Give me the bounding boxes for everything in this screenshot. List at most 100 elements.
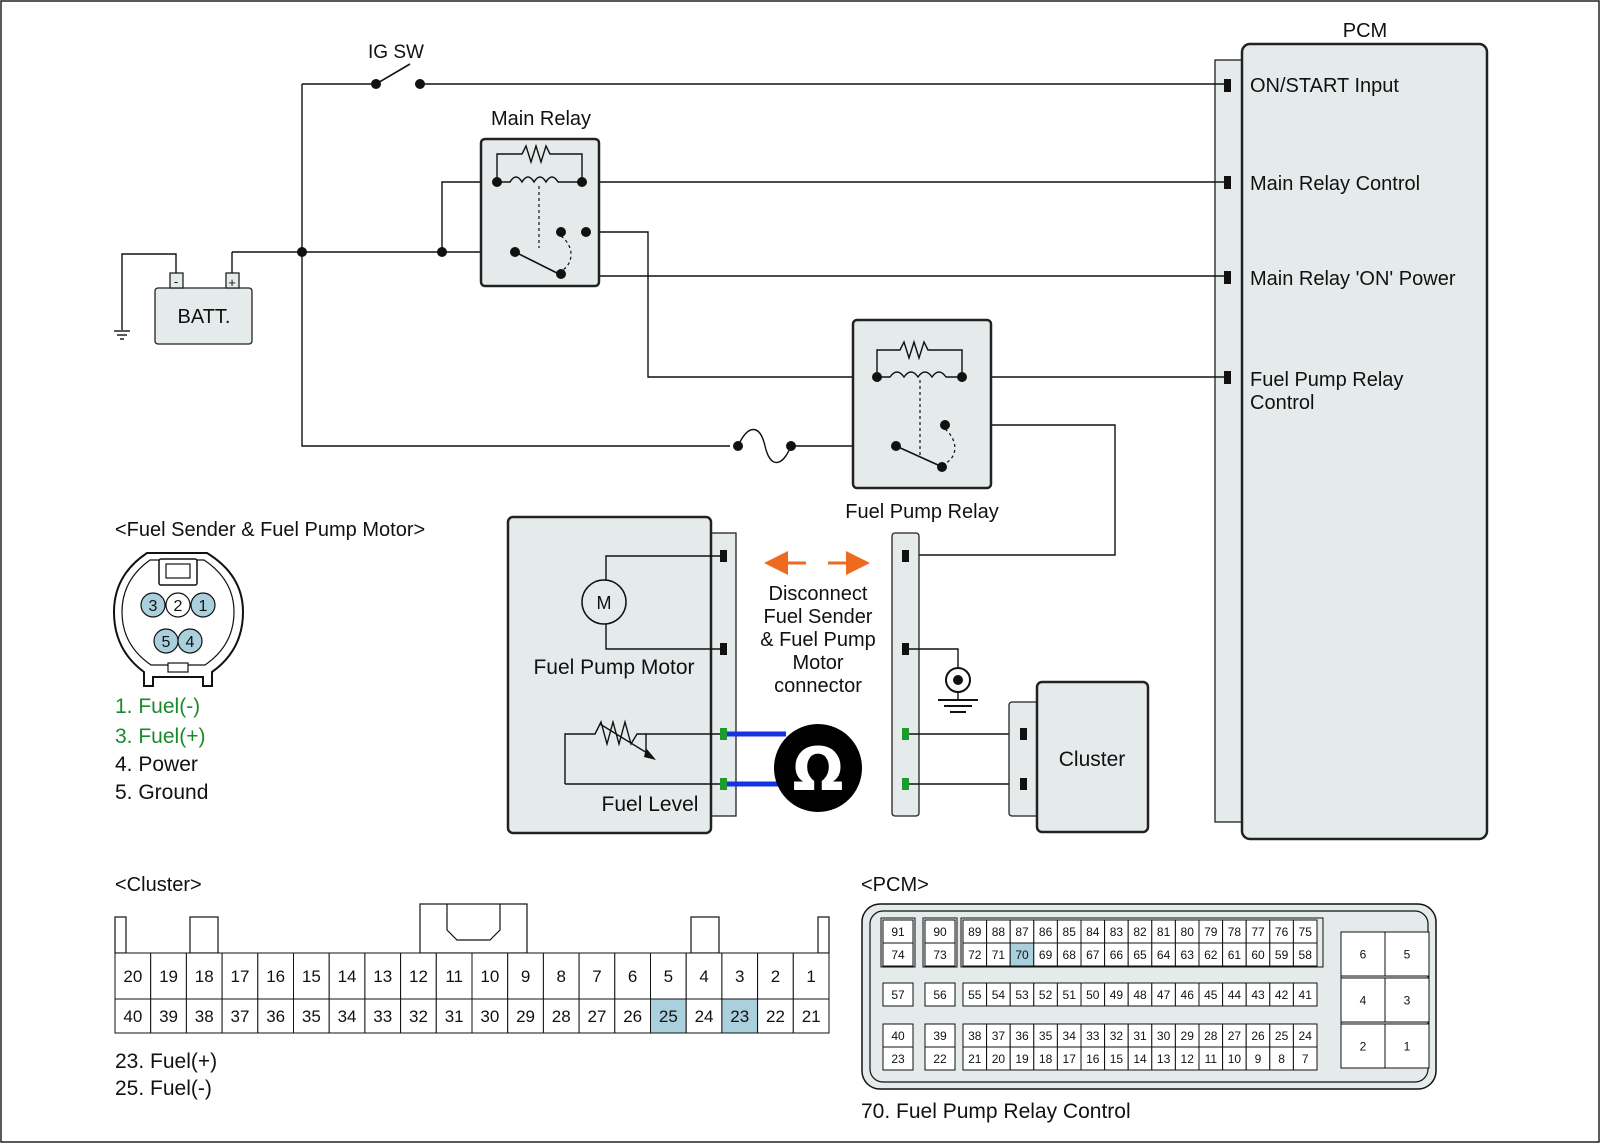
pin-legend-item: 23. Fuel(+) <box>115 1050 217 1073</box>
relay-terminal-dot <box>556 269 566 279</box>
motor-wire-bottom <box>605 620 720 650</box>
cluster-pin-label: 19 <box>159 967 178 986</box>
connector-pin-label: 1 <box>199 598 208 615</box>
fuel-pump-relay-box <box>851 318 993 490</box>
pcm-pin-label: 85 <box>1063 925 1077 939</box>
pcm-pin-label: 37 <box>992 1029 1006 1043</box>
cluster-pin-cell <box>721 998 759 1034</box>
cluster-pin-cell <box>150 952 187 1000</box>
cluster-pin-label: 33 <box>373 1007 392 1026</box>
cluster-pin-label: 27 <box>587 1007 606 1026</box>
cluster-pin-cell <box>221 952 259 1000</box>
connector-key <box>167 662 189 673</box>
cluster-box <box>1035 680 1150 834</box>
pcm-pin-label: 41 <box>1299 988 1313 1002</box>
cluster-pin-label: 5 <box>664 967 673 986</box>
fuel-sender-connector: <Fuel Sender & Fuel Pump Motor> 3 2 1 5 … <box>112 519 425 804</box>
pcm-pin-label: 9 <box>1255 1052 1262 1066</box>
pcm-input-label: Main Relay 'ON' Power <box>1250 268 1456 290</box>
pcm-pin-cell <box>882 1046 914 1071</box>
pcm-pin-label: 49 <box>1110 988 1124 1002</box>
pcm-pin-label: 62 <box>1204 948 1218 962</box>
pcm-pin-label: 84 <box>1086 925 1100 939</box>
pcm-pin-label: 24 <box>1299 1029 1313 1043</box>
connector-tab <box>114 916 127 954</box>
pcm-pin-label: 53 <box>1015 988 1029 1002</box>
pin-legend-item: 3. Fuel(+) <box>115 725 205 748</box>
pcm-pin-label: 81 <box>1157 925 1171 939</box>
pcm-pin-label: 65 <box>1133 948 1147 962</box>
pcm-pin-block <box>922 917 958 968</box>
battery-ground-wire <box>121 253 177 330</box>
chassis-ground-icon <box>938 667 978 713</box>
pcm-pin-cell <box>924 982 956 1007</box>
pcm-pin-cell <box>924 1046 956 1071</box>
pcm-pin-block <box>960 917 1324 968</box>
cluster-pin-label: 36 <box>266 1007 285 1026</box>
connector-pin <box>177 628 203 654</box>
cluster-unit: Cluster <box>1008 680 1150 834</box>
cluster-pin-cell <box>114 952 152 1000</box>
fuel-pump-relay: Fuel Pump Relay <box>845 318 999 523</box>
cluster-pin-label: 29 <box>516 1007 535 1026</box>
ig-switch-label: IG SW <box>368 42 424 63</box>
pcm-pin <box>1224 371 1231 384</box>
motor-symbol: M <box>597 593 612 613</box>
pcm-side-pin-cell <box>1340 977 1386 1023</box>
pcm-pin-label: 34 <box>1063 1029 1077 1043</box>
cluster-pin <box>1020 778 1027 790</box>
cluster-pin-cell <box>435 998 473 1034</box>
pcm-pin-label: 68 <box>1063 948 1077 962</box>
pcm-pin-label: 32 <box>1110 1029 1124 1043</box>
pcm-pin-label: 8 <box>1278 1052 1285 1066</box>
pcm-pin-label: 75 <box>1299 925 1313 939</box>
pcm-pin-label: 26 <box>1251 1029 1265 1043</box>
pcm-pin-label: 90 <box>933 925 947 939</box>
fuel-sender-connector-title: <Fuel Sender & Fuel Pump Motor> <box>115 519 425 541</box>
main-relay-resistor <box>496 143 583 182</box>
connector-pin-label: 5 <box>162 634 171 651</box>
cluster-pin-label: 25 <box>659 1007 678 1026</box>
pcm-pin-label: 52 <box>1039 988 1053 1002</box>
connector-housing <box>112 552 245 687</box>
pcm-pin-label: 50 <box>1086 988 1100 1002</box>
pcm-pin-label: 31 <box>1133 1029 1147 1043</box>
fuel-pump-motor-label: Fuel Pump Motor <box>533 656 694 679</box>
cluster-pin-label: 22 <box>766 1007 785 1026</box>
cluster-pin-label: 20 <box>123 967 142 986</box>
pcm-pin-cell <box>924 942 956 967</box>
cluster-pin-label: 26 <box>623 1007 642 1026</box>
pcm-pin-label: 33 <box>1086 1029 1100 1043</box>
cluster-pin-label: 1 <box>806 967 815 986</box>
module-pin-green <box>720 778 727 790</box>
pcm-pin-label: 78 <box>1228 925 1242 939</box>
pcm-pin <box>1224 79 1231 92</box>
pcm-pin-label: 73 <box>933 948 947 962</box>
cluster-pin-cell <box>293 952 330 1000</box>
harness-connector-strip <box>891 532 920 817</box>
fuel-pump-relay-coil <box>877 371 962 379</box>
cluster-pin-cell <box>114 998 152 1034</box>
pcm-input-label: ON/START Input <box>1250 75 1399 97</box>
pcm-pin-label: 28 <box>1204 1029 1218 1043</box>
cluster-pin-label: 9 <box>521 967 530 986</box>
pcm-pin-label: 54 <box>992 988 1006 1002</box>
pcm-pin-label: 14 <box>1133 1052 1147 1066</box>
main-relay-coil-feed <box>441 181 497 252</box>
pcm-input-label: Main Relay Control <box>1250 173 1420 195</box>
pcm-side-pin-label: 2 <box>1360 1039 1367 1053</box>
pcm-pin-label: 12 <box>1181 1052 1195 1066</box>
module-pin <box>720 550 727 562</box>
relay-terminal-dot <box>872 372 882 382</box>
harness-pin <box>902 550 909 562</box>
connector-housing-inner <box>121 559 235 666</box>
pcm-pin-label: 89 <box>968 925 982 939</box>
pcm-title: PCM <box>1343 20 1387 42</box>
disconnect-note: Disconnect Fuel Sender & Fuel Pump Motor… <box>760 551 876 697</box>
main-relay: Main Relay <box>479 108 601 288</box>
pcm-pin-label: 46 <box>1181 988 1195 1002</box>
pcm-pin-label: 72 <box>968 948 982 962</box>
cluster-pin-label: 32 <box>409 1007 428 1026</box>
cluster-pin-cell <box>578 952 616 1000</box>
